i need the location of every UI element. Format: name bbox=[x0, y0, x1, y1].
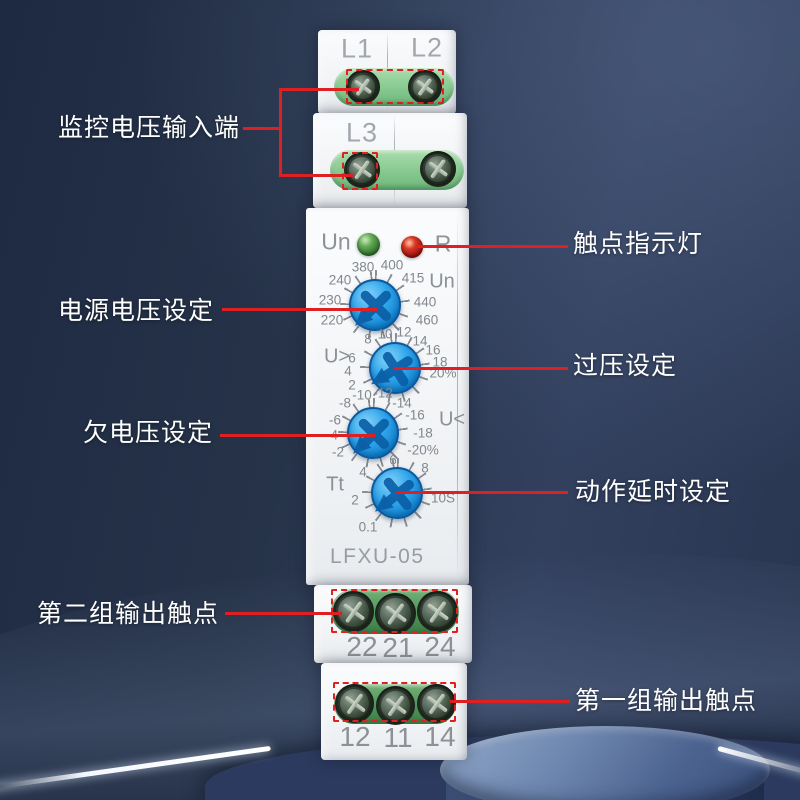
scale-tick: 0.1 bbox=[358, 519, 378, 535]
scale-tick: 220 bbox=[320, 312, 344, 328]
scale-tick: -18 bbox=[413, 425, 433, 441]
scale-tick: 8 bbox=[421, 460, 429, 476]
knob-group-label-delay: Tt bbox=[326, 473, 344, 496]
callout-line-power bbox=[222, 308, 377, 311]
scale-tick: 16 bbox=[425, 342, 441, 358]
callout-line-output1 bbox=[450, 700, 570, 703]
callout-line-output2 bbox=[225, 612, 342, 615]
callout-line-under bbox=[220, 434, 375, 437]
output-block-group1: 12 11 14 bbox=[321, 663, 467, 760]
knob-group-label-over: U> bbox=[323, 345, 351, 368]
terminal-hole bbox=[417, 684, 456, 723]
terminal-screw-24 bbox=[420, 594, 455, 629]
callout-line-monitor bbox=[243, 127, 281, 130]
callout-branch-vertical bbox=[279, 88, 282, 177]
callout-contact-led: 触点指示灯 bbox=[573, 230, 704, 258]
callout-output-group2: 第二组输出触点 bbox=[36, 600, 219, 628]
terminal-strip-l1-l2 bbox=[334, 68, 454, 106]
callout-under-voltage: 欠电压设定 bbox=[82, 419, 213, 447]
scale-tick: 8 bbox=[364, 331, 372, 347]
terminal-screw-l1 bbox=[349, 73, 377, 101]
scale-tick: 4 bbox=[359, 464, 367, 480]
callout-delay: 动作延时设定 bbox=[575, 478, 732, 506]
scale-tick: 440 bbox=[413, 294, 437, 310]
callout-power-voltage: 电源电压设定 bbox=[57, 297, 214, 325]
scale-tick: 6 bbox=[348, 350, 356, 366]
callout-output-group1: 第一组输出触点 bbox=[575, 687, 758, 715]
callout-line-led bbox=[416, 245, 568, 248]
scale-tick: 2 bbox=[351, 492, 359, 508]
terminal-number-21: 21 bbox=[382, 632, 414, 663]
terminal-hole bbox=[376, 686, 415, 725]
terminal-screw bbox=[423, 154, 453, 184]
highlight-box-group1 bbox=[333, 682, 456, 722]
terminal-screw-12 bbox=[338, 687, 371, 720]
led-label-r: R bbox=[434, 230, 452, 257]
terminal-strip-l3 bbox=[330, 150, 464, 190]
callout-branch-bottom bbox=[279, 174, 353, 177]
callout-line-delay bbox=[396, 491, 568, 494]
scale-tick: 18 bbox=[432, 354, 448, 370]
terminal-hole bbox=[417, 591, 458, 632]
terminal-number-24: 24 bbox=[424, 631, 456, 662]
highlight-box-l1-l2 bbox=[346, 69, 444, 104]
light-pedestal-top bbox=[440, 726, 770, 800]
body-edge-seam bbox=[457, 212, 458, 581]
terminal-strip-group2 bbox=[331, 589, 459, 634]
terminal-hole bbox=[344, 152, 380, 188]
green-led-un bbox=[357, 233, 380, 256]
input-block-l1-l2: L1 L2 bbox=[318, 30, 456, 114]
red-led-r bbox=[401, 236, 423, 258]
terminal-label-l1: L1 bbox=[340, 33, 374, 64]
scale-tick: -16 bbox=[405, 407, 425, 423]
callout-line-over bbox=[394, 367, 568, 370]
highlight-box-l3 bbox=[342, 152, 378, 190]
device-main-body: Un R 380 400 240 415 Un 230 440 220 460 … bbox=[306, 208, 469, 585]
terminal-screw-l2 bbox=[411, 73, 439, 101]
scale-tick: 10S bbox=[430, 490, 456, 506]
knob-group-label-under: U< bbox=[438, 408, 466, 431]
terminal-label-l2: L2 bbox=[410, 32, 444, 63]
knob-pointer bbox=[347, 407, 399, 459]
knob-supply-voltage bbox=[340, 270, 410, 340]
scale-tick: 400 bbox=[380, 257, 404, 273]
terminal-screw-l3 bbox=[347, 155, 377, 185]
terminal-hole bbox=[408, 70, 442, 104]
model-label: LFXU-05 bbox=[330, 545, 425, 568]
terminal-number-14: 14 bbox=[424, 721, 456, 752]
terminal-hole bbox=[375, 593, 416, 634]
callout-monitor-input: 监控电压输入端 bbox=[57, 114, 240, 142]
terminal-strip-group1 bbox=[334, 684, 456, 725]
terminal-screw-14 bbox=[420, 687, 453, 720]
output-block-group2: 22 21 24 bbox=[314, 585, 472, 663]
callout-branch-top bbox=[279, 88, 359, 91]
terminal-number-12: 12 bbox=[339, 721, 371, 752]
terminal-screw-11 bbox=[379, 689, 412, 722]
scale-tick: 460 bbox=[415, 312, 439, 328]
scale-tick: 230 bbox=[318, 292, 342, 308]
terminal-label-l3: L3 bbox=[345, 117, 379, 148]
terminal-screw-22 bbox=[336, 594, 371, 629]
terminal-hole bbox=[420, 151, 456, 187]
led-label-un: Un bbox=[321, 228, 351, 255]
terminal-hole bbox=[346, 70, 380, 104]
knob-pointer bbox=[349, 279, 401, 331]
terminal-number-11: 11 bbox=[383, 722, 413, 753]
knob-undervoltage bbox=[338, 398, 408, 468]
terminal-hole bbox=[335, 684, 374, 723]
terminal-hole bbox=[333, 591, 374, 632]
knob-group-label-un: Un bbox=[429, 270, 455, 293]
scale-tick: -12 bbox=[373, 385, 393, 401]
terminal-screw-21 bbox=[378, 596, 413, 631]
scale-tick: 415 bbox=[401, 270, 425, 286]
highlight-box-group2 bbox=[331, 589, 458, 633]
scale-tick: -20% bbox=[407, 442, 439, 458]
scale-tick: 4 bbox=[344, 363, 352, 379]
input-block-l3: L3 bbox=[313, 113, 467, 208]
terminal-number-22: 22 bbox=[346, 631, 378, 662]
scale-tick: 2 bbox=[348, 377, 356, 393]
callout-over-voltage: 过压设定 bbox=[573, 352, 678, 380]
